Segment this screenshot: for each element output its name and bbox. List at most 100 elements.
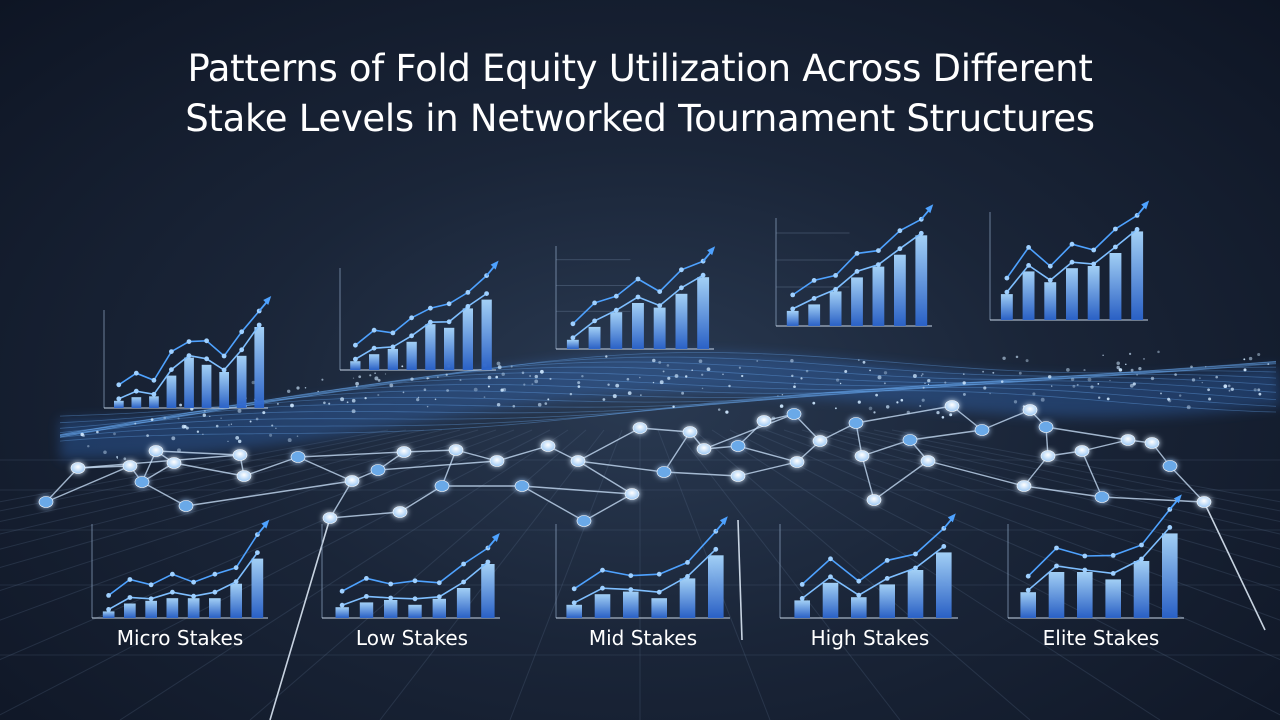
wave-particle [230,423,233,425]
wave-particle [581,374,584,378]
grid-line [0,429,551,716]
chart-trend-point [409,333,414,339]
chart-trend-point [570,335,576,341]
network-node [322,512,338,524]
chart-trend-point [713,546,719,552]
data-stream-wave [59,350,1280,461]
chart-trend-point [1091,247,1097,253]
chart-trend-point [1004,275,1010,281]
wave-particle [459,379,462,382]
wave-particle [738,366,742,369]
wave-particle [962,381,966,385]
wave-particle [1253,388,1257,392]
wave-particle [96,430,99,434]
network-node [166,457,182,469]
chart-trend-point [570,321,576,327]
chart-trend-line [573,548,717,604]
chart-trend-point [790,292,796,298]
chart-bar [462,308,473,370]
network-node [70,462,86,474]
network-node [570,455,586,467]
wave-particle [417,396,420,399]
chart-trend-point [233,565,239,571]
wave-particle [615,383,620,388]
wave-particle [612,394,617,399]
network-node [514,480,530,492]
wave-particle [1128,352,1132,356]
wave-particle [1223,384,1228,389]
chart-bar [822,582,839,618]
wave-particle [426,405,429,408]
network-node [1162,460,1178,472]
chart-trend-point [833,273,838,278]
chart-trend-point [212,589,218,595]
network-node [134,476,150,488]
chart-trend-point [790,306,796,312]
chart-trend-point [854,251,860,256]
network-node [448,444,464,456]
upper-chart-3 [555,246,716,350]
chart-trend-point [186,339,192,344]
wave-particle [374,376,379,381]
wave-particle [377,378,381,382]
network-link [639,427,691,433]
network-link [737,461,798,477]
wave-particle [286,389,291,394]
chart-bar [851,277,863,326]
network-node [786,408,802,420]
wave-particle [171,436,176,441]
wave-strand [59,390,1277,442]
wave-particle [220,417,222,419]
wave-particle [885,405,890,409]
chart-arrowhead [261,519,270,529]
chart-trend-point [169,349,174,354]
chart-trend-point [461,579,466,585]
lower-chart-2 [321,524,500,619]
wave-particle [534,374,539,379]
wave-particle [483,396,486,398]
chart-bar [623,591,639,618]
wave-particle [674,374,679,378]
chart-trend-point [255,550,260,555]
wave-particle [722,373,724,376]
chart-trend-point [657,303,663,308]
grid-line [0,429,461,550]
chart-trend-point [592,300,597,306]
wave-particle [269,433,273,437]
connector-line [737,519,743,641]
network-link [77,454,241,469]
network-node [1074,445,1090,457]
wave-particle [487,385,490,388]
chart-trend-point [256,322,262,328]
chart-trend-point [856,578,862,584]
wave-particle [540,369,544,374]
wave-particle [728,384,731,388]
wave-particle [900,398,904,402]
chart-bar [236,355,247,408]
network-node [236,470,252,482]
chart-trend-point [364,576,369,581]
network-node [576,515,592,527]
wave-particle [777,395,779,397]
network-link [297,456,353,482]
wave-particle [1257,388,1261,392]
chart-trend-point [1110,571,1116,576]
wave-particle [255,417,259,421]
upper-chart-2 [339,260,499,371]
wave-particle [1160,392,1162,395]
grid-line [249,429,587,720]
wave-particle [652,381,655,384]
wave-particle [844,370,848,373]
network-link [861,439,911,457]
tier-label-low: Low Stakes [355,626,469,650]
chart-bar [679,578,696,618]
network-node [290,451,306,463]
network-node [1038,421,1054,433]
wave-particle [756,360,759,362]
wave-particle [177,417,180,420]
chart-trend-point [116,382,122,388]
network-node [730,440,746,452]
wave-particle [410,377,414,381]
chart-bar [387,348,398,370]
upper-chart-4 [775,204,934,327]
